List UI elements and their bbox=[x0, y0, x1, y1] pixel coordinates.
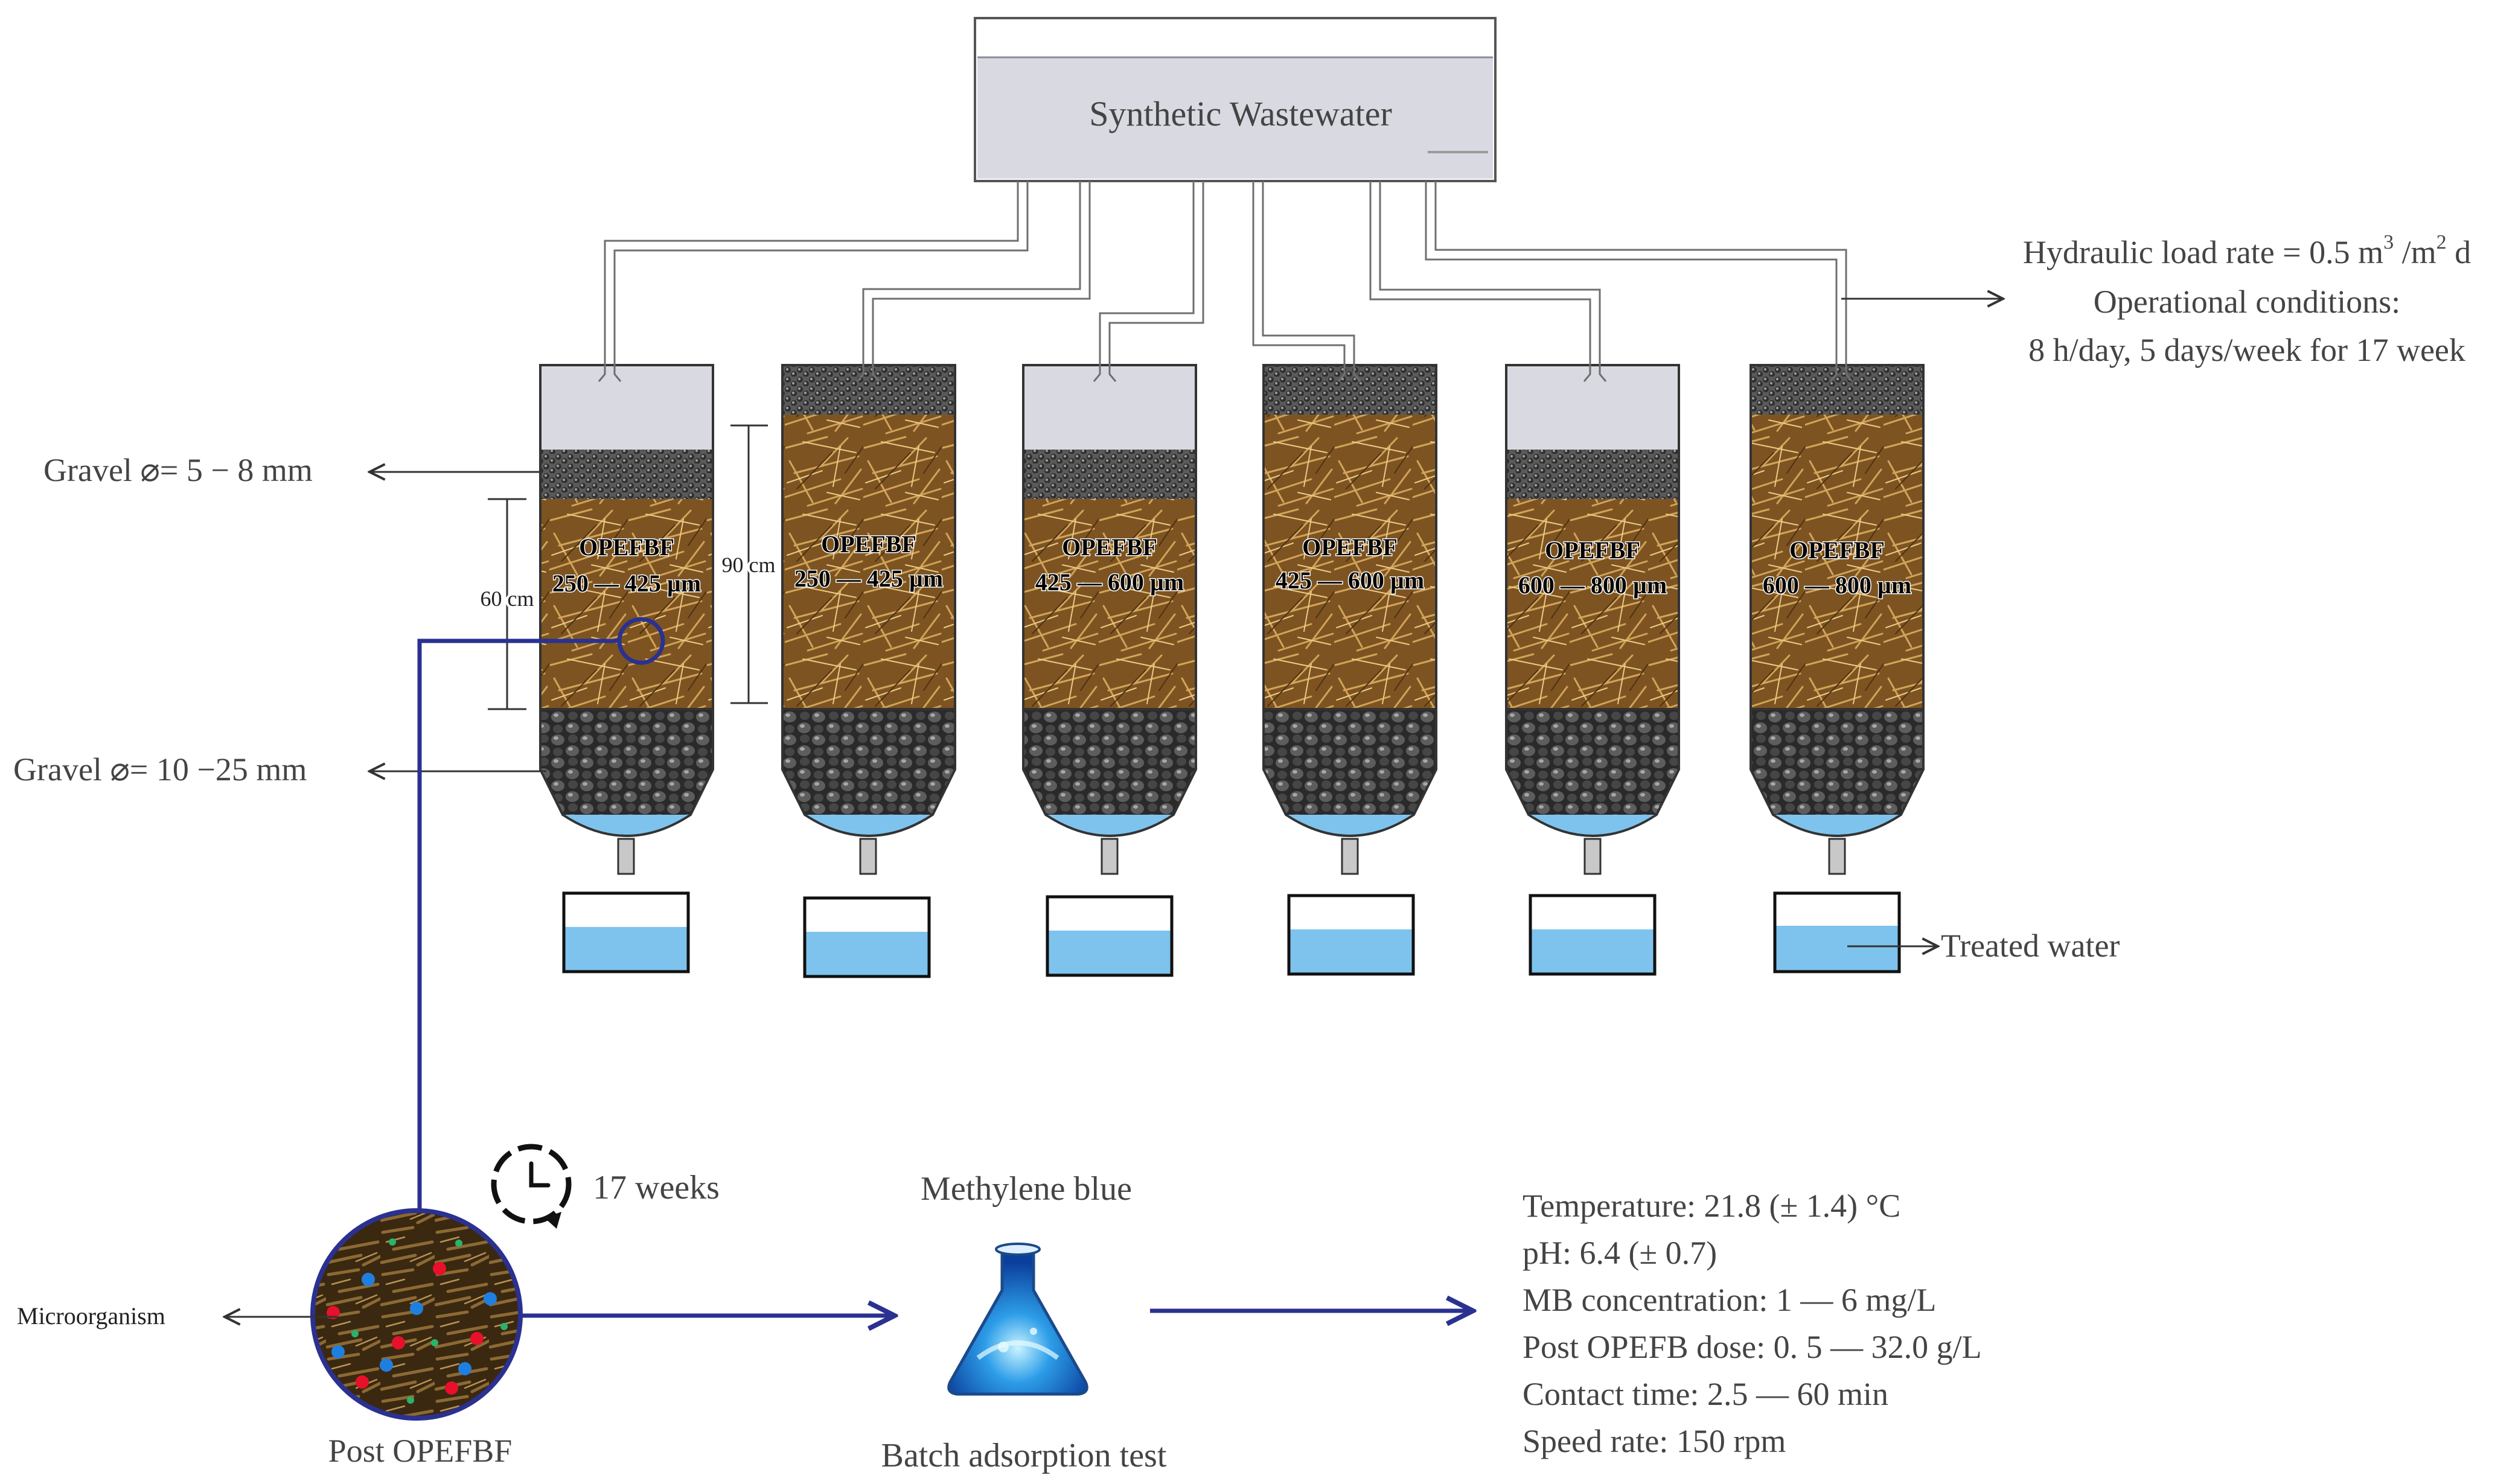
batch-condition-mb-concentration: MB concentration: 1 — 6 mg/L bbox=[1523, 1282, 1936, 1318]
adsorbate-label: Methylene blue bbox=[921, 1170, 1132, 1208]
clock-icon bbox=[491, 1144, 572, 1224]
treated-water-callout: Treated water bbox=[1847, 928, 2120, 964]
batch-condition-ph: pH: 6.4 (± 0.7) bbox=[1523, 1235, 1717, 1271]
column-4-size: 425 — 600 µm bbox=[1276, 567, 1424, 594]
gravel-top-label: Gravel ⌀= 5 − 8 mm bbox=[43, 452, 313, 488]
filter-column-5: OPEFBF 600 — 800 µm bbox=[1505, 357, 1680, 875]
column-3-size: 425 — 600 µm bbox=[1035, 568, 1184, 596]
feed-pipes bbox=[604, 181, 1847, 357]
column-6-size: 600 — 800 µm bbox=[1763, 572, 1911, 599]
batch-condition-temperature: Temperature: 21.8 (± 1.4) °C bbox=[1523, 1188, 1900, 1224]
wastewater-tank: Synthetic Wastewater bbox=[974, 17, 1497, 182]
collection-beaker-6 bbox=[1773, 891, 1901, 973]
collection-beaker-2 bbox=[803, 896, 931, 978]
batch-test-label: Batch adsorption test bbox=[881, 1437, 1167, 1474]
filter-column-1: OPEFBF 250 — 425 µm bbox=[539, 357, 714, 875]
column-1-material: OPEFBF bbox=[579, 533, 674, 561]
media-height-dimension bbox=[488, 498, 526, 710]
column-2-material: OPEFBF bbox=[821, 530, 916, 558]
filter-column-4: OPEFBF 425 — 600 µm bbox=[1262, 357, 1437, 875]
batch-condition-contact-time: Contact time: 2.5 — 60 min bbox=[1523, 1376, 1888, 1412]
column-2-size: 250 — 425 µm bbox=[794, 565, 943, 592]
gravel-bottom-label: Gravel ⌀= 10 −25 mm bbox=[13, 751, 307, 788]
column-5-material: OPEFBF bbox=[1545, 537, 1640, 564]
column-height-label: 90 cm bbox=[722, 553, 776, 577]
microorganism-label: Microorganism bbox=[17, 1302, 165, 1330]
collection-beaker-1 bbox=[562, 891, 690, 973]
batch-conditions: Temperature: 21.8 (± 1.4) °C pH: 6.4 (± … bbox=[1523, 1188, 1982, 1459]
tank-label: Synthetic Wastewater bbox=[1089, 94, 1392, 133]
column-height-dimension bbox=[730, 424, 768, 704]
methylene-blue-flask: Methylene blue Batch adsorption test bbox=[881, 1170, 1167, 1474]
treated-water-label: Treated water bbox=[1941, 928, 2120, 964]
flask-icon bbox=[947, 1243, 1088, 1396]
post-opefbf-label: Post OPEFBF bbox=[328, 1433, 513, 1469]
operational-title: Operational conditions: bbox=[2094, 284, 2400, 320]
gravel-labels: Gravel ⌀= 5 − 8 mm Gravel ⌀= 10 −25 mm bbox=[13, 452, 546, 788]
filter-column-2: OPEFBF 250 — 425 µm bbox=[781, 357, 956, 875]
column-3-material: OPEFBF bbox=[1062, 533, 1157, 561]
microorganism-callout: Microorganism bbox=[17, 1302, 338, 1330]
duration-callout: 17 weeks bbox=[491, 1144, 720, 1229]
collection-beaker-3 bbox=[1046, 895, 1174, 977]
operational-schedule: 8 h/day, 5 days/week for 17 week bbox=[2028, 332, 2465, 368]
batch-condition-dose: Post OPEFB dose: 0. 5 — 32.0 g/L bbox=[1523, 1329, 1982, 1365]
duration-label: 17 weeks bbox=[593, 1169, 720, 1206]
collection-beaker-4 bbox=[1287, 894, 1415, 976]
column-6-material: OPEFBF bbox=[1789, 537, 1885, 564]
hydraulic-load-rate: Hydraulic load rate = 0.5 m3 /m2 d bbox=[2023, 231, 2471, 270]
media-height-label: 60 cm bbox=[481, 587, 534, 611]
filter-column-6: OPEFBF 600 — 800 µm bbox=[1749, 357, 1925, 875]
collection-beaker-5 bbox=[1529, 894, 1657, 976]
column-4-material: OPEFBF bbox=[1302, 533, 1398, 561]
column-5-size: 600 — 800 µm bbox=[1518, 572, 1667, 599]
sampling-line bbox=[417, 617, 665, 1212]
filter-column-3: OPEFBF 425 — 600 µm bbox=[1022, 357, 1197, 875]
batch-condition-speed: Speed rate: 150 rpm bbox=[1523, 1423, 1786, 1459]
post-opefbf-sample: Post OPEFBF bbox=[310, 1208, 523, 1469]
operating-conditions: Hydraulic load rate = 0.5 m3 /m2 d Opera… bbox=[1841, 231, 2471, 368]
column-1-size: 250 — 425 µm bbox=[552, 570, 701, 597]
